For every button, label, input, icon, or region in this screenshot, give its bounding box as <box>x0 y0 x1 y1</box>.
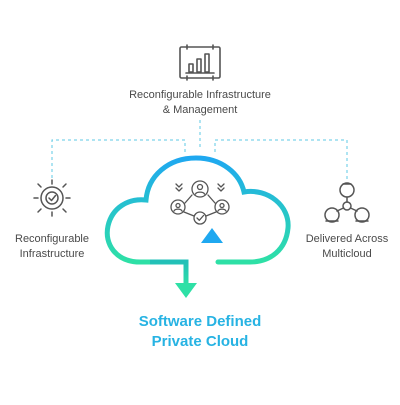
node-label-top-line2: & Management <box>162 104 238 116</box>
connector-left <box>51 139 186 180</box>
diagram-title-line2: Private Cloud <box>151 333 249 350</box>
connector-right <box>214 139 348 180</box>
gear-icon <box>33 179 71 217</box>
node-label-top-line1: Reconfigurable Infrastructure <box>129 89 271 101</box>
down-arrow-head <box>175 283 197 298</box>
node-label-right-line1: Delivered Across <box>305 233 389 245</box>
connector-lines <box>51 120 348 180</box>
cloud-outline <box>104 155 291 265</box>
node-label-top: Reconfigurable Infrastructure & Manageme… <box>100 88 300 118</box>
users-network-icon <box>170 180 230 225</box>
up-arrow-head <box>201 228 223 243</box>
diagram-title-line1: Software Defined <box>138 313 262 330</box>
node-label-left-line2: Infrastructure <box>19 248 85 260</box>
node-label-right-line2: Multicloud <box>322 248 372 260</box>
node-label-left-line1: Reconfigurable <box>15 233 89 245</box>
diagram-title: Software Defined Private Cloud <box>60 312 340 352</box>
bar-chart-icon <box>179 44 221 81</box>
node-label-right: Delivered Across Multicloud <box>296 232 398 262</box>
network-nodes-icon <box>324 182 370 223</box>
node-label-left: Reconfigurable Infrastructure <box>2 232 102 262</box>
down-arrow <box>150 259 189 285</box>
